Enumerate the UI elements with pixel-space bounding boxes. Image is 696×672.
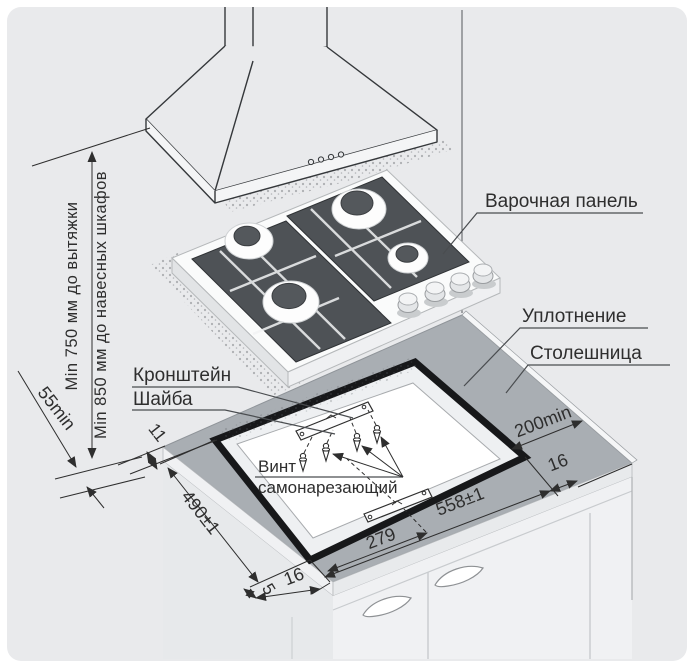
right-clearance-dimension <box>511 420 583 450</box>
side-clearance-line <box>17 370 77 468</box>
screw <box>321 442 331 463</box>
door-handle <box>362 595 412 618</box>
depth-dimension <box>167 467 259 583</box>
bracket-screw-hole <box>361 404 367 410</box>
cooktop <box>150 169 501 396</box>
front-extension <box>311 582 331 595</box>
control-knob <box>397 292 421 318</box>
hood-shadow-stipple <box>222 138 452 212</box>
hood-pyramid <box>146 46 437 191</box>
label-bracket: Кронштейн <box>133 365 231 386</box>
width-extension-3 <box>577 463 633 488</box>
label-seal: Уплотнение <box>522 306 626 327</box>
hood-button <box>317 156 325 163</box>
seal-leader <box>463 327 648 387</box>
offset-extension-a <box>117 445 166 466</box>
screw <box>372 424 382 445</box>
screw-leader <box>361 445 404 478</box>
depth-extension-1 <box>159 439 216 465</box>
washer-leader <box>132 409 336 435</box>
dim-wall-cabinet-clearance: Min 850 мм до навесных шкафов <box>92 171 110 439</box>
front-edge-dimension <box>255 585 321 602</box>
screw-guide-dashes <box>303 409 427 533</box>
control-knob <box>472 263 496 289</box>
dim-hood-clearance: Min 750 мм до вытяжки <box>63 201 81 390</box>
cutout-floor <box>236 382 501 539</box>
label-leaders <box>132 212 670 478</box>
screw-leader <box>332 452 404 478</box>
control-knobs <box>397 263 496 318</box>
label-countertop: Столешница <box>530 343 642 364</box>
range-hood <box>145 7 452 212</box>
offset-dimension <box>146 451 158 470</box>
bracket-leader <box>132 386 354 419</box>
cooktop-front-side <box>287 277 501 388</box>
cutout-shadow-stipple <box>220 358 420 442</box>
hood-level-extension <box>31 127 151 167</box>
burners <box>224 188 429 324</box>
countertop-leader <box>505 364 670 394</box>
hood-rim-edges <box>145 119 438 204</box>
control-knob <box>424 281 448 307</box>
burner-cap <box>233 225 261 247</box>
screw-leader <box>380 436 404 478</box>
label-screw-line1: Винт <box>258 457 296 476</box>
burner-cap <box>271 282 307 310</box>
right-edge-dimension <box>549 480 578 492</box>
burner-cap <box>395 245 419 263</box>
bracket-upper <box>295 401 374 441</box>
dimension-lines <box>17 127 633 602</box>
burner-cap <box>340 190 374 216</box>
depth-extension-2 <box>249 559 311 588</box>
half-width-dimension <box>327 532 428 572</box>
countertop-edge-highlight <box>461 310 638 464</box>
label-hob-panel: Варочная панель <box>485 191 638 212</box>
label-washer: Шайба <box>133 389 193 410</box>
hood-button <box>307 158 315 166</box>
hood-buttons <box>307 151 345 166</box>
hood-button <box>337 151 345 158</box>
label-screw-line2: самонарезающий <box>258 478 397 497</box>
screw <box>352 432 362 453</box>
hob-leader <box>442 212 643 255</box>
screws <box>298 409 427 533</box>
seal-gap-dimension <box>243 588 257 599</box>
side-extension <box>59 476 146 499</box>
width-extension-1 <box>309 559 331 583</box>
control-knob <box>449 272 473 298</box>
hood-button <box>327 153 335 161</box>
bracket-upper-notch <box>325 414 337 420</box>
screw <box>298 452 308 473</box>
bracket-screw-hole <box>299 431 305 437</box>
